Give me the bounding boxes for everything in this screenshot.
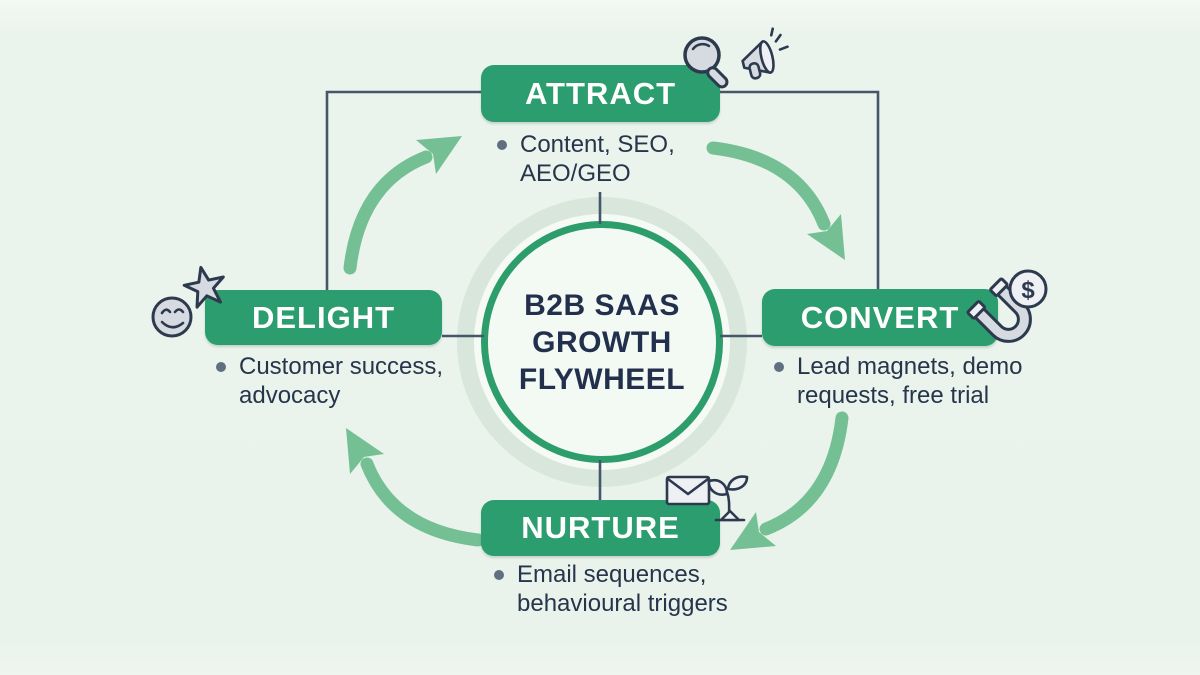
nurture-box: NURTURE <box>481 500 720 556</box>
attract-label: ATTRACT <box>524 75 677 111</box>
attract-box: ATTRACT <box>481 65 720 122</box>
dollar-coin-icon: $ <box>1008 269 1048 309</box>
envelope-icon <box>665 475 711 506</box>
flow-arrow-delight-to-attract <box>343 136 462 275</box>
delight-box: DELIGHT <box>205 290 442 345</box>
svg-text:$: $ <box>1021 277 1035 304</box>
nurture-detail-text: Email sequences, behavioural triggers <box>517 561 728 617</box>
convert-label: CONVERT <box>800 299 960 335</box>
connector-attract-delight <box>325 90 482 290</box>
delight-detail: Customer success, advocacy <box>216 352 466 410</box>
flow-arrow-attract-to-convert <box>706 141 845 260</box>
title-line-1: B2B SAAS <box>524 288 680 322</box>
nurture-label: NURTURE <box>521 510 680 545</box>
center-circle: B2B SAAS GROWTH FLYWHEEL <box>481 221 723 463</box>
title-line-3: FLYWHEEL <box>518 362 686 396</box>
attract-detail: Content, SEO, AEO/GEO <box>497 130 737 188</box>
flow-arrow-convert-to-nurture <box>730 411 849 550</box>
convert-detail-text: Lead magnets, demo requests, free trial <box>797 353 1023 409</box>
flow-arrow-nurture-to-delight <box>346 428 485 547</box>
bullet-dot <box>774 362 784 372</box>
attract-detail-text: Content, SEO, AEO/GEO <box>520 131 675 187</box>
megaphone-icon <box>741 27 789 80</box>
diagram-title: B2B SAAS GROWTH FLYWHEEL <box>519 287 685 398</box>
magnifier-icon <box>683 36 729 89</box>
delight-label: DELIGHT <box>251 299 396 335</box>
title-line-2: GROWTH <box>532 325 672 359</box>
connector-attract-convert <box>719 90 880 289</box>
sprout-icon <box>707 475 749 522</box>
delight-detail-text: Customer success, advocacy <box>239 353 444 409</box>
bullet-dot <box>497 140 507 150</box>
star-icon <box>182 265 225 309</box>
smiley-icon <box>151 296 193 338</box>
nurture-detail: Email sequences, behavioural triggers <box>494 560 764 618</box>
bullet-dot <box>216 362 226 372</box>
bullet-dot <box>494 570 504 580</box>
convert-detail: Lead magnets, demo requests, free trial <box>774 352 1034 410</box>
convert-box: CONVERT <box>762 289 998 346</box>
